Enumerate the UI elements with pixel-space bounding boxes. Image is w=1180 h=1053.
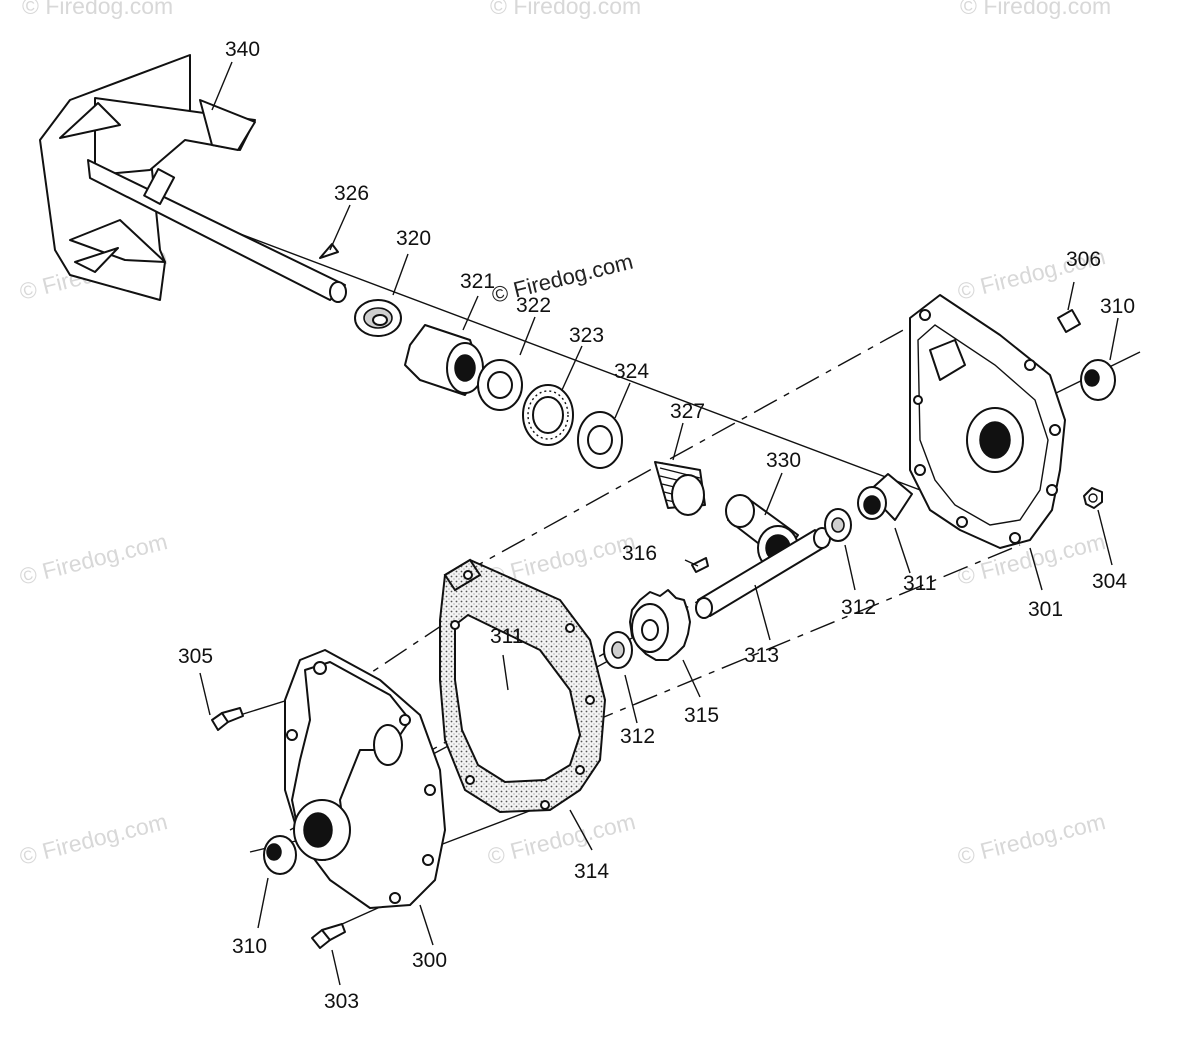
callout-313: 313: [744, 644, 779, 667]
washer-312-upper: [824, 508, 852, 542]
thrust-washer-322: [477, 359, 523, 411]
callout-leaders: [199, 61, 1119, 986]
callout-340: 340: [225, 38, 260, 61]
callout-324: 324: [614, 360, 649, 383]
washer-324: [577, 411, 623, 469]
callout-322: 322: [516, 294, 551, 317]
watermark-text: © Firedog.com: [22, 0, 173, 19]
worm-gear-327: [654, 461, 706, 516]
callout-327: 327: [670, 400, 705, 423]
watermark-text: © Firedog.com: [17, 808, 170, 870]
callout-311-right: 311: [903, 572, 936, 595]
callout-305: 305: [178, 645, 213, 668]
callout-312-lower: 312: [620, 725, 655, 748]
key-316: [691, 557, 709, 573]
screw-305: [211, 707, 244, 731]
gasket-314: [439, 558, 607, 814]
bearing-321: [404, 324, 484, 396]
callout-314: 314: [574, 860, 609, 883]
bearing-310-left: [263, 835, 297, 875]
callout-301: 301: [1028, 598, 1063, 621]
callout-330: 330: [766, 449, 801, 472]
watermark-text: © Firedog.com: [960, 0, 1111, 19]
callout-310-right: 310: [1100, 295, 1135, 318]
callout-312-upper: 312: [841, 596, 876, 619]
nut-304: [1083, 487, 1103, 509]
callout-311-left: 311: [490, 625, 523, 648]
callout-303: 303: [324, 990, 359, 1013]
gearcase-301: [909, 294, 1066, 549]
watermark-center-text: © Firedog.com: [489, 249, 635, 308]
shaft-313: [695, 527, 831, 619]
callout-304: 304: [1092, 570, 1127, 593]
callout-310-left: 310: [232, 935, 267, 958]
set-screw-306: [1057, 309, 1081, 333]
callout-316: 316: [622, 542, 657, 565]
callout-321: 321: [460, 270, 495, 293]
washer-320: [354, 299, 402, 337]
watermark-text: © Firedog.com: [955, 808, 1108, 870]
watermark-text: © Firedog.com: [490, 0, 641, 19]
gear-315: [629, 589, 691, 661]
auger-assembly-340: [39, 54, 347, 303]
watermark-text: © Firedog.com: [17, 528, 170, 590]
callout-326: 326: [334, 182, 369, 205]
callout-315: 315: [684, 704, 719, 727]
watermark-text: © Firedog.com: [485, 808, 638, 870]
callout-323: 323: [569, 324, 604, 347]
callout-320: 320: [396, 227, 431, 250]
bearing-310-right: [1080, 359, 1116, 401]
callout-306: 306: [1066, 248, 1101, 271]
screw-303: [311, 923, 346, 949]
needle-bearing-323: [522, 384, 574, 446]
washer-312-lower: [603, 631, 633, 669]
bushing-311-right: [857, 473, 913, 521]
callout-300: 300: [412, 949, 447, 972]
gearcase-300: [284, 649, 446, 909]
callout-labels: 340 326 320 321 322 323 324 327 330 306 …: [178, 38, 1135, 1013]
